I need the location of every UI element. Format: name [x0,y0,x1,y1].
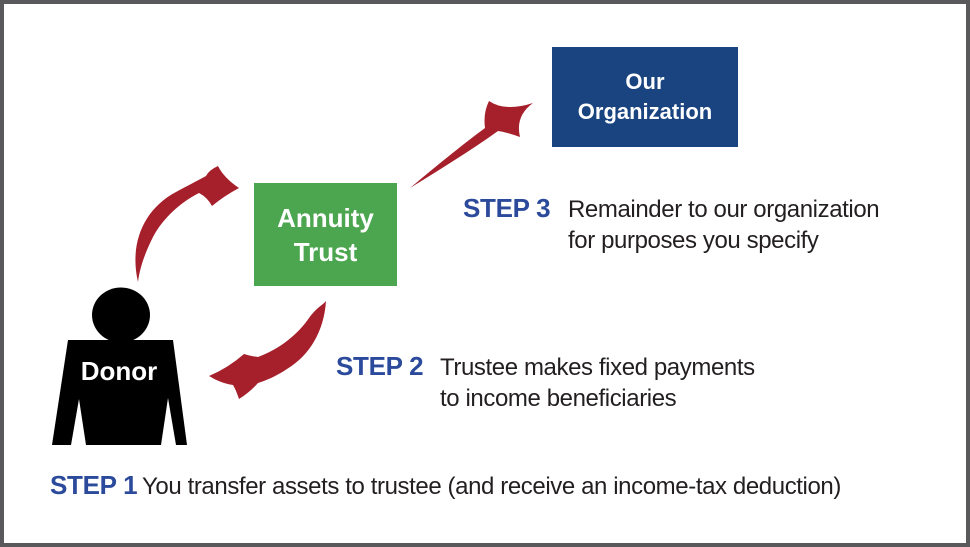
step1-description: You transfer assets to trustee (and rece… [142,473,841,500]
step3-description: Remainder to our organization for purpos… [568,196,880,254]
step2-description: Trustee makes fixed payments to income b… [440,354,755,412]
step1-arrow-icon [135,166,239,282]
donor-head [92,287,150,343]
step1-label: STEP 1 [50,470,138,500]
step2-arrow-icon [209,301,326,399]
annuity-trust-box: Annuity Trust [254,183,397,286]
donor-body [52,340,187,445]
diagram-graphics [52,101,533,445]
donor-figure-icon [52,287,187,445]
step3-label: STEP 3 [463,193,551,223]
donor-label: Donor [80,356,158,386]
our-organization-box: Our Organization [552,47,738,147]
step3-arrow-icon [410,101,533,188]
step2-label: STEP 2 [336,351,424,381]
